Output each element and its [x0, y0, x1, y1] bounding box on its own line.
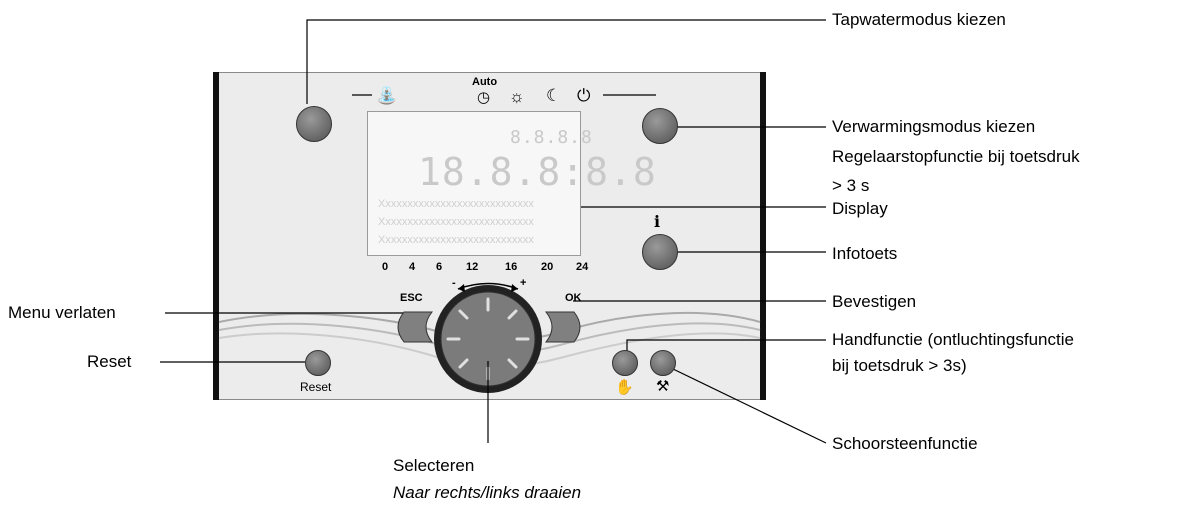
time-tick: 16: [505, 261, 518, 273]
time-tick: 6: [436, 261, 443, 273]
knob-minus: -: [452, 277, 456, 289]
power-icon: ⏻: [577, 86, 591, 105]
callout-display: Display: [832, 199, 888, 218]
esc-button[interactable]: [397, 311, 434, 343]
time-tick: 0: [382, 261, 389, 273]
callout-chimney: Schoorsteenfunctie: [832, 434, 978, 453]
chimney-function-button[interactable]: [650, 350, 676, 376]
callout-controller-stop: Regelaarstopfunctie bij toetsdruk: [832, 147, 1080, 166]
panel-edge-right: [760, 72, 766, 400]
display-text-line: Xxxxxxxxxxxxxxxxxxxxxxxxxxxx: [378, 216, 534, 228]
moon-icon: ☾: [546, 86, 562, 105]
reset-device-label: Reset: [300, 380, 332, 394]
esc-label: ESC: [400, 292, 423, 304]
callout-confirm: Bevestigen: [832, 292, 917, 311]
chimney-icon: ⚒: [656, 378, 670, 395]
callout-controller-stop-time: > 3 s: [832, 176, 870, 195]
ok-label: OK: [565, 292, 582, 304]
callout-manual-function-detail: bij toetsdruk > 3s): [832, 356, 967, 375]
callout-select-rotate: Naar rechts/links draaien: [393, 483, 582, 502]
auto-label: Auto: [472, 76, 498, 88]
tapwater-mode-button[interactable]: [296, 106, 332, 142]
callout-menu-exit: Menu verlaten: [8, 303, 116, 322]
heating-mode-button[interactable]: [642, 108, 678, 144]
time-tick: 4: [409, 261, 416, 273]
ok-button[interactable]: [544, 311, 581, 343]
callout-select: Selecteren: [393, 456, 475, 475]
info-button[interactable]: [642, 234, 678, 270]
time-tick: 24: [576, 261, 589, 273]
callout-tapwater-mode: Tapwatermodus kiezen: [832, 10, 1006, 29]
callout-manual-function: Handfunctie (ontluchtingsfunctie: [832, 330, 1074, 349]
display-small-digits: 8.8.8.8: [510, 127, 593, 148]
hand-icon: ✋: [615, 379, 634, 396]
display-text-line: Xxxxxxxxxxxxxxxxxxxxxxxxxxxx: [378, 198, 534, 210]
knob-plus: +: [520, 277, 527, 289]
lcd-display: [367, 111, 581, 256]
tap-icon: ⛲: [376, 86, 398, 105]
time-tick: 20: [541, 261, 554, 273]
callout-info-key: Infotoets: [832, 244, 898, 263]
reset-button[interactable]: [305, 350, 331, 376]
panel-edge-left: [213, 72, 219, 400]
callout-reset: Reset: [87, 352, 132, 371]
sun-icon: ☼: [509, 87, 525, 106]
manual-function-button[interactable]: [612, 350, 638, 376]
clock-icon: ◷: [477, 89, 491, 106]
info-icon: i: [654, 212, 661, 231]
callout-heating-mode: Verwarmingsmodus kiezen: [832, 117, 1036, 136]
time-tick: 12: [466, 261, 479, 273]
display-big-digits: 18.8.8:8.8: [418, 150, 657, 194]
display-text-line: Xxxxxxxxxxxxxxxxxxxxxxxxxxxx: [378, 234, 534, 246]
